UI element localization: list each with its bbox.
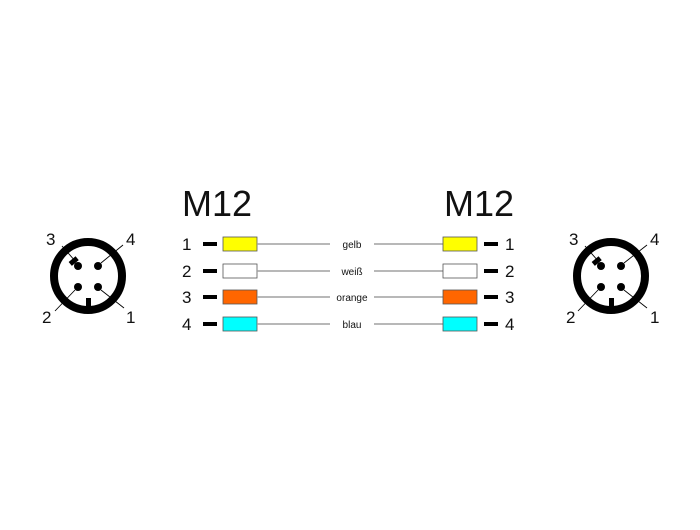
right-title: M12 bbox=[444, 183, 514, 224]
left-pin-number: 2 bbox=[182, 262, 191, 281]
right-plug-label-3: 3 bbox=[569, 230, 578, 249]
wire-color-label: gelb bbox=[343, 240, 362, 251]
right-pin-dash bbox=[484, 322, 498, 326]
left-pin-dash bbox=[203, 295, 217, 299]
left-plug-label-4: 4 bbox=[126, 230, 135, 249]
right-wire-sleeve bbox=[442, 236, 478, 252]
left-pin-number: 4 bbox=[182, 315, 191, 334]
left-pin-number: 1 bbox=[182, 235, 191, 254]
left-plug-key bbox=[68, 256, 79, 266]
left-wire-sleeve bbox=[222, 236, 258, 252]
right-pin-number: 4 bbox=[505, 315, 514, 334]
wire-color-label: blau bbox=[343, 320, 362, 331]
right-leader-2 bbox=[577, 289, 599, 312]
left-plug-label-3: 3 bbox=[46, 230, 55, 249]
left-pin-dash bbox=[203, 269, 217, 273]
right-pin-dash bbox=[484, 295, 498, 299]
left-plug-pin-4 bbox=[94, 262, 102, 270]
left-wire-sleeve bbox=[222, 263, 258, 279]
right-wire-sleeve bbox=[442, 316, 478, 332]
left-plug-notch bbox=[86, 298, 91, 307]
left-wire-sleeve bbox=[222, 316, 258, 332]
wire-rows: 1 gelb 1 2 weiß 2 3 orange 3 4 blau 4 bbox=[182, 235, 514, 334]
right-plug-face: 3 4 2 1 bbox=[566, 230, 659, 327]
right-plug-label-2: 2 bbox=[566, 308, 575, 327]
left-plug-label-2: 2 bbox=[42, 308, 51, 327]
left-leader-1 bbox=[100, 289, 125, 309]
wire-color-label: orange bbox=[336, 293, 368, 304]
left-plug-label-1: 1 bbox=[126, 308, 135, 327]
left-leader-3 bbox=[61, 245, 77, 263]
left-plug-pin-3 bbox=[74, 262, 82, 270]
left-leader-4 bbox=[100, 244, 124, 264]
left-leader-2 bbox=[54, 289, 76, 312]
wire-row: 3 orange 3 bbox=[182, 288, 514, 307]
right-plug-label-4: 4 bbox=[650, 230, 659, 249]
left-pin-dash bbox=[203, 242, 217, 246]
right-wire-sleeve bbox=[442, 263, 478, 279]
right-pin-dash bbox=[484, 242, 498, 246]
left-wire-sleeve bbox=[222, 289, 258, 305]
right-leader-3 bbox=[584, 245, 600, 263]
right-plug-pin-2 bbox=[597, 283, 605, 291]
left-pin-number: 3 bbox=[182, 288, 191, 307]
right-wire-sleeve bbox=[442, 289, 478, 305]
right-plug-label-1: 1 bbox=[650, 308, 659, 327]
right-pin-dash bbox=[484, 269, 498, 273]
wire-color-label: weiß bbox=[340, 267, 362, 278]
right-plug-key bbox=[591, 256, 602, 266]
right-pin-number: 3 bbox=[505, 288, 514, 307]
left-plug-pin-1 bbox=[94, 283, 102, 291]
right-pin-number: 1 bbox=[505, 235, 514, 254]
left-pin-dash bbox=[203, 322, 217, 326]
right-leader-1 bbox=[623, 289, 648, 309]
wire-row: 1 gelb 1 bbox=[182, 235, 514, 254]
right-leader-4 bbox=[623, 244, 648, 264]
left-plug-face: 3 4 2 1 bbox=[42, 230, 135, 327]
right-pin-number: 2 bbox=[505, 262, 514, 281]
left-title: M12 bbox=[182, 183, 252, 224]
right-plug-pin-4 bbox=[617, 262, 625, 270]
right-plug-pin-1 bbox=[617, 283, 625, 291]
wire-row: 2 weiß 2 bbox=[182, 262, 514, 281]
right-plug-pin-3 bbox=[597, 262, 605, 270]
left-plug-pin-2 bbox=[74, 283, 82, 291]
wire-row: 4 blau 4 bbox=[182, 315, 514, 334]
right-plug-notch bbox=[609, 298, 614, 307]
